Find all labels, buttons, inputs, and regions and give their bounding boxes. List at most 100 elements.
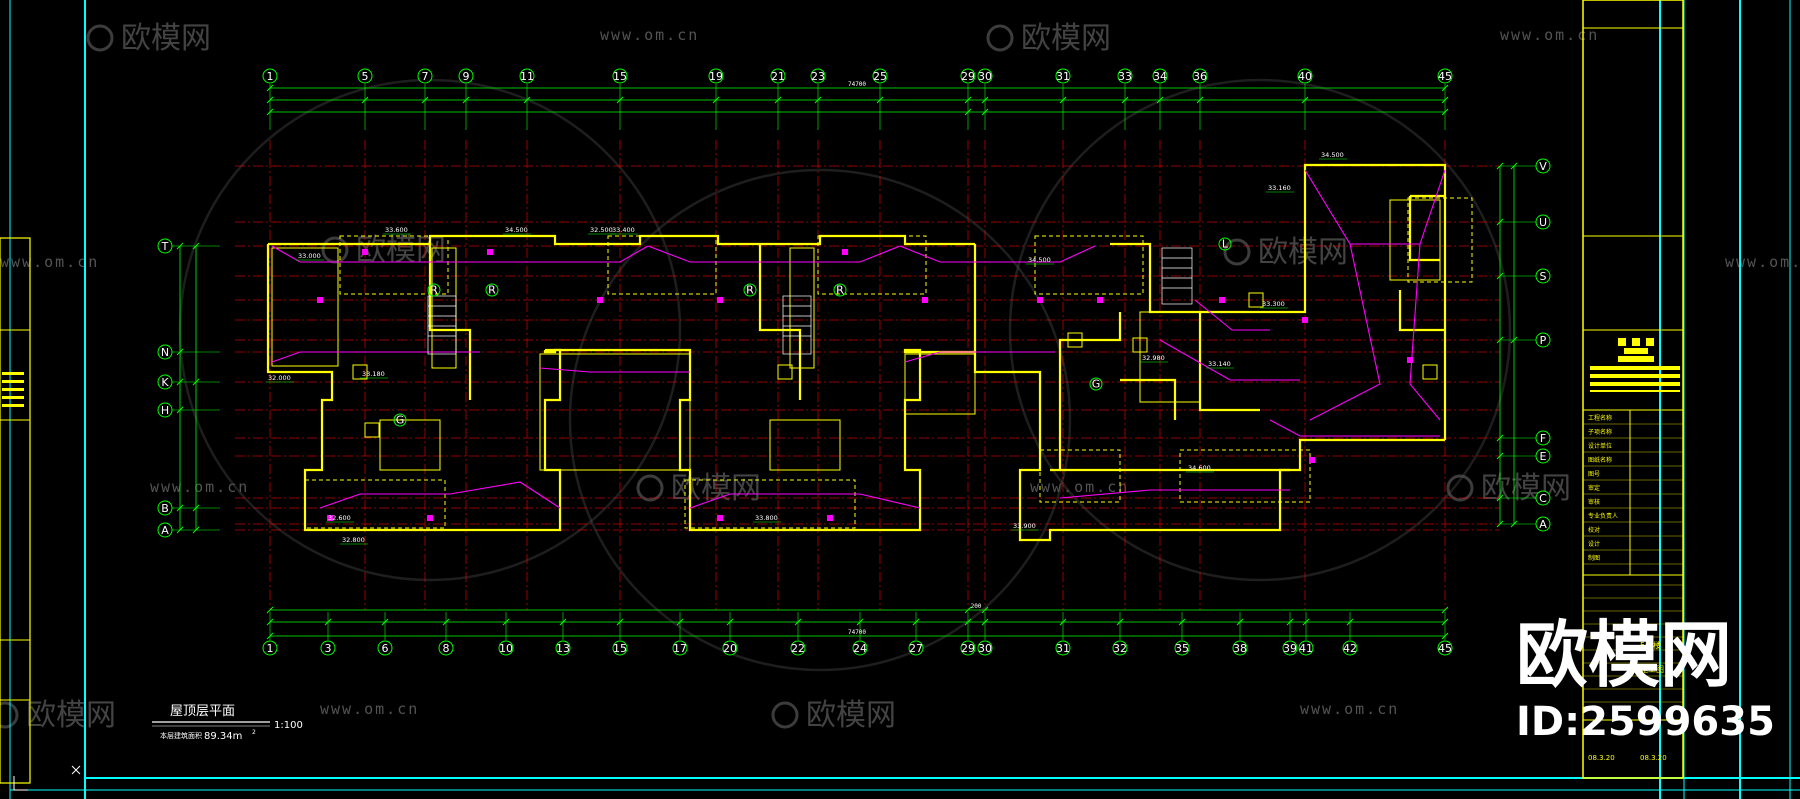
vent-icon (352, 364, 368, 380)
grid-bubble-right: P (1540, 334, 1547, 347)
watermark-brand: 欧模网 (806, 698, 896, 733)
grid-bubble-left: N (161, 346, 169, 359)
drain-icon (717, 515, 723, 521)
grid-bubble-bottom-circle (1298, 640, 1314, 656)
watermark-url: www.om.cn (1500, 26, 1599, 44)
dim-chain-top-tick (981, 96, 989, 104)
elevation-label: 34.500 (1321, 151, 1344, 159)
elevation-label: 34.600 (1188, 464, 1211, 472)
grid-bubble-bottom: 42 (1343, 642, 1357, 655)
dim-chain-bottom-tick (912, 618, 920, 626)
elevation-label: 33.160 (1268, 184, 1291, 192)
dim-chain-bottom-tick (616, 618, 624, 626)
dim-tick (176, 504, 184, 512)
grid-bubble-bottom-circle (977, 640, 993, 656)
dim-tick (1496, 452, 1504, 460)
big-brand-text: 欧模网 (1516, 613, 1732, 697)
tb-row-label: 子项名称 (1588, 428, 1612, 436)
tb-row-label: 图号 (1588, 471, 1600, 478)
grid-bubble-top: 31 (1056, 70, 1070, 83)
dim-tick (1496, 272, 1504, 280)
section-marker-label: G (396, 414, 405, 427)
dim-chain-bottom-tick (676, 618, 684, 626)
dim-tick (192, 242, 200, 250)
grid-bubble-top: 45 (1438, 70, 1452, 83)
drain-icon (842, 249, 848, 255)
grid-bubble-top-circle (262, 68, 278, 84)
grid-bubble-left: A (161, 524, 169, 537)
watermark-brand: 欧模网 (26, 698, 116, 733)
grid-bubble-bottom-circle (1342, 640, 1358, 656)
grid-bubble-bottom: 20 (723, 642, 737, 655)
section-marker-label: R (746, 284, 754, 297)
dim-axis-bottom-tick (1441, 606, 1449, 614)
grid-bubble-bottom-circle (1174, 640, 1190, 656)
grid-bubble-right: F (1540, 432, 1546, 445)
grid-bubble-right: C (1539, 492, 1547, 505)
watermark-url: www.om.cn (150, 478, 249, 496)
dim-tick (192, 526, 200, 534)
dim-tick (1496, 494, 1504, 502)
dim-total-top-tick (1441, 84, 1449, 92)
company-logo-icon (1590, 338, 1680, 392)
grid-bubble-top-circle (960, 68, 976, 84)
grid-bubble-left: T (161, 240, 169, 253)
watermark-url: www.om.cn (1030, 478, 1129, 496)
dim-chain-bottom-tick (1302, 618, 1310, 626)
dim-chain-bottom-tick (1116, 618, 1124, 626)
grid-bubble-top: 19 (709, 70, 723, 83)
drain-icon (922, 297, 928, 303)
watermark-url: www.om.cn (1300, 700, 1399, 718)
dim-tick (192, 504, 200, 512)
dim-chain-bottom-tick (856, 618, 864, 626)
dim-chain-bottom-tick (502, 618, 510, 626)
dim-chain-bottom-tick (559, 618, 567, 626)
drain-icon (362, 249, 368, 255)
drain-icon (427, 515, 433, 521)
vent-icon (1422, 364, 1438, 380)
dim-chain-bottom-tick (981, 618, 989, 626)
section-marker-label: R (430, 284, 438, 297)
dim-chain-top-tick (774, 96, 782, 104)
section-marker-circle (485, 283, 499, 297)
vent-icon (364, 422, 380, 438)
grid-bubble-bottom: 30 (978, 642, 992, 655)
grid-bubble-left: H (161, 404, 169, 417)
grid-bubble-bottom-circle (555, 640, 571, 656)
drawing-scale: 1:100 (274, 720, 303, 731)
elevation-label: 34.500 (505, 226, 528, 234)
grid-bubble-bottom: 32 (1113, 642, 1127, 655)
tb-sheet: 5号楼 (1640, 640, 1661, 650)
grid-bubble-top-circle (1297, 68, 1313, 84)
dim-chain-top-tick (876, 96, 884, 104)
grid-bubble-top: 7 (422, 70, 429, 83)
tb-row-label: 审定 (1588, 484, 1600, 492)
dim-tick (1496, 336, 1504, 344)
section-marker-label: G (1092, 378, 1101, 391)
watermark-logo-icon (0, 701, 19, 729)
section-marker-circle (1218, 237, 1232, 251)
dim-axis-bottom-tick (981, 606, 989, 614)
grid-bubble-bottom-circle (852, 640, 868, 656)
grid-bubble-bottom: 31 (1056, 642, 1070, 655)
elevation-label: 32.600 (328, 514, 351, 522)
drain-icon (597, 297, 603, 303)
section-marker-label: R (836, 284, 844, 297)
section-marker-label: L (1222, 238, 1229, 251)
watermark-logo-icon (86, 24, 114, 52)
stair-symbols (427, 247, 1193, 355)
tb-date: 08.3.20 (1588, 754, 1615, 762)
dim-chain-top-tick (266, 96, 274, 104)
elevation-label: 34.500 (1028, 256, 1051, 264)
grid-bubble-top: 33 (1118, 70, 1132, 83)
building-walls (266, 163, 1447, 542)
dim-chain-bottom-tick (1059, 618, 1067, 626)
grid-bubble-bottom-circle (1437, 640, 1453, 656)
grid-bubble-bottom: 24 (853, 642, 867, 655)
dim-chain-bottom-tick (726, 618, 734, 626)
dim-tick (1496, 434, 1504, 442)
grid-bubble-bottom: 15 (613, 642, 627, 655)
watermark-logo-icon (1223, 238, 1251, 266)
dim-chain-top-tick (523, 96, 531, 104)
